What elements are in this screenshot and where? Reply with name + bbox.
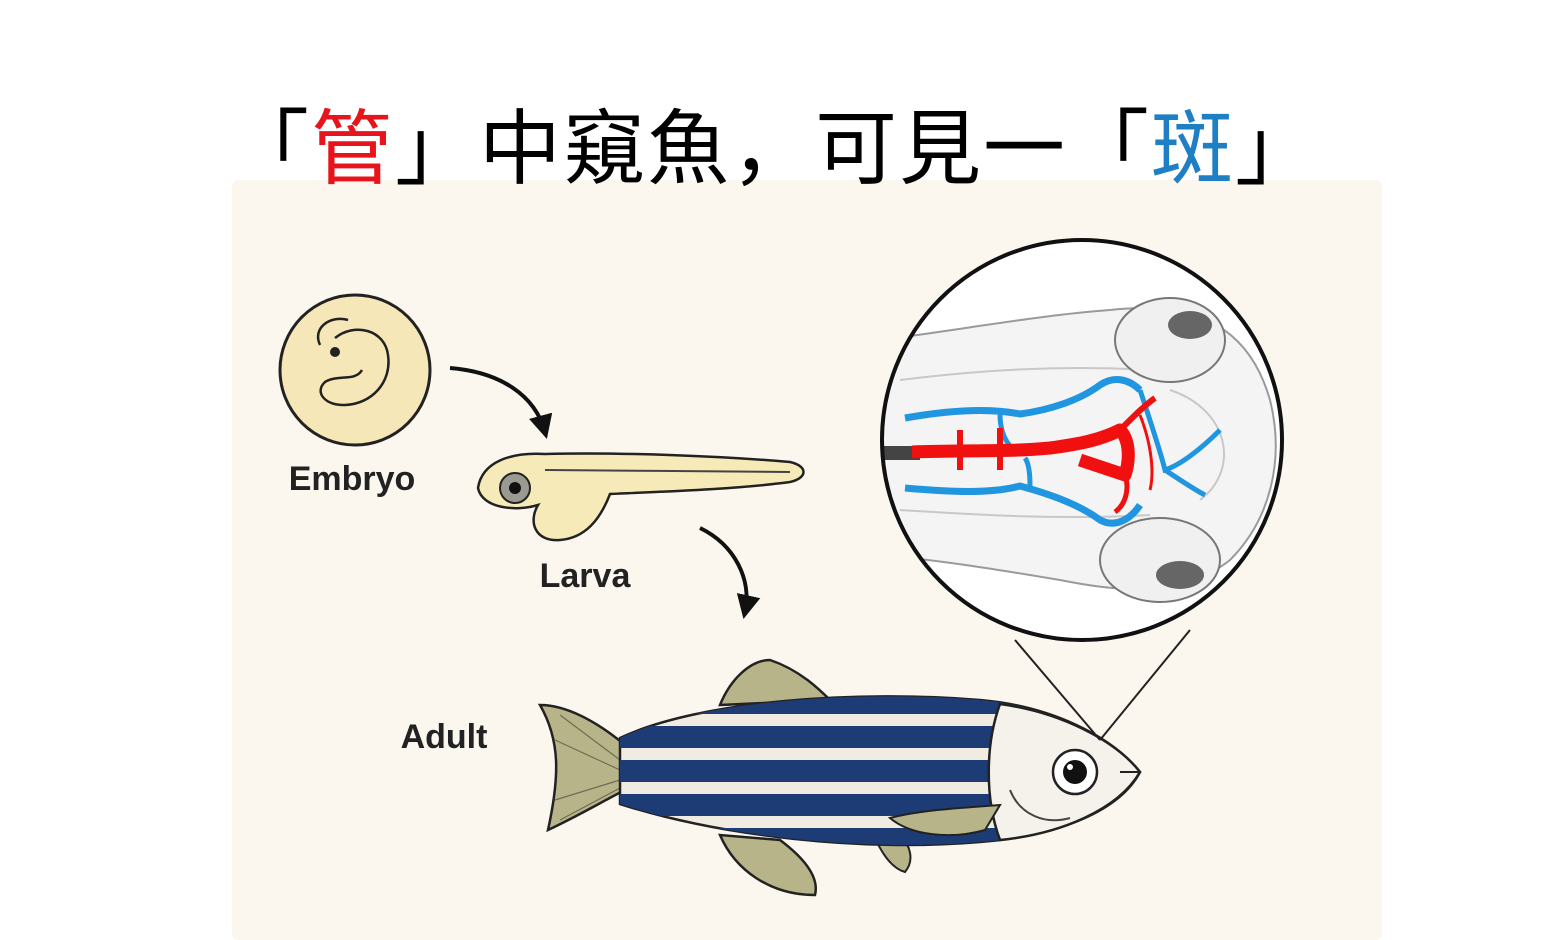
title-middle-text: 」中窺魚，可見一「 xyxy=(394,102,1151,197)
title-close-bracket: 」 xyxy=(1235,102,1320,197)
title-highlight-tube: 管 xyxy=(310,102,395,197)
adult-fish-illustration xyxy=(537,658,1142,897)
embryo-illustration xyxy=(278,293,432,447)
pectoral-fin xyxy=(887,803,1002,837)
head-vasculature-zoom xyxy=(880,238,1284,642)
vein-upper xyxy=(904,376,1143,422)
zoom-line-right xyxy=(1099,629,1191,741)
title-open-bracket: 「 xyxy=(226,102,311,197)
tail-fin xyxy=(537,703,627,833)
larva-illustration xyxy=(476,452,805,542)
vein-lower xyxy=(904,482,1143,527)
zoom-line-left xyxy=(1014,639,1101,741)
larva-body xyxy=(476,452,805,542)
arrow-larva-to-adult xyxy=(699,526,761,620)
dorsal-fin xyxy=(718,658,833,707)
embryo-label: Embryo xyxy=(289,460,416,498)
zoom-eye-bottom xyxy=(1099,517,1221,603)
title-highlight-spot: 斑 xyxy=(1151,102,1236,197)
embryo-body xyxy=(319,328,390,407)
zoom-circle-outline xyxy=(880,238,1284,642)
anal-fin xyxy=(718,833,818,897)
zoom-eye-top xyxy=(1114,297,1226,383)
adult-label: Adult xyxy=(401,718,488,756)
larva-label: Larva xyxy=(540,557,632,595)
artery-main xyxy=(911,423,1135,482)
arrow-embryo-to-larva xyxy=(449,366,553,439)
embryo-eye xyxy=(330,347,340,357)
embryo-egg xyxy=(278,293,432,447)
page-title: 「管」中窺魚，可見一「斑」 xyxy=(0,95,1546,205)
